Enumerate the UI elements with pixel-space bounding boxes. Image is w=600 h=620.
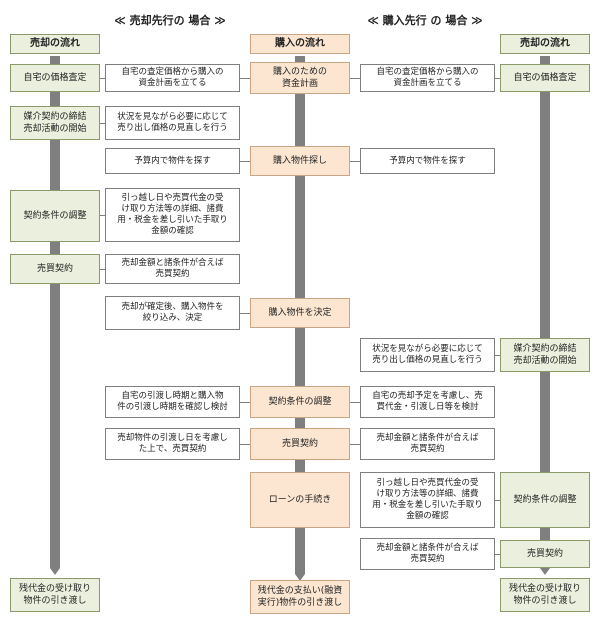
left-note-delivery-timing: 自宅の引渡し時期と購入物 件の引渡し時期を確認し検討 (105, 386, 240, 418)
connector (240, 313, 250, 314)
connector (495, 554, 500, 555)
connector (495, 500, 500, 501)
right-flow-arrowhead (540, 568, 550, 575)
left-delivery-step: 残代金の受け取り 物件の引き渡し (10, 578, 100, 612)
left-valuation-step: 自宅の価格査定 (10, 64, 100, 92)
sell-first-header: ≪ 売却先行の 場合 ≫ (114, 14, 226, 27)
center-contract-step: 売買契約 (250, 428, 350, 460)
center-funding-step: 購入のための 資金計画 (250, 62, 350, 94)
center-loan-step: ローンの手続き (250, 472, 350, 528)
right-note-sale-schedule: 自宅の売却予定を考慮し、売 買代金・引渡し日等を検討 (360, 386, 495, 418)
connector (100, 78, 105, 79)
left-note-price-review: 状況を見ながら必要に応じて 売り出し価格の見直しを行う (105, 106, 240, 140)
center-column-title: 購入の流れ (250, 34, 350, 54)
right-note-final-contract: 売却金額と諸条件が合えば 売買契約 (360, 538, 495, 570)
right-note-delivery-details: 引っ越し日や売買代金の受 け取り方法等の詳細、諸費 用・税金を差し引いた手取り … (360, 472, 495, 528)
connector (240, 78, 250, 79)
buy-first-header: ≪ 購入先行 の 場合 ≫ (367, 14, 483, 27)
connector (100, 269, 105, 270)
connector (495, 355, 500, 356)
right-column-title: 売却の流れ (500, 34, 590, 54)
right-note-contract-conditions: 売却金額と諸条件が合えば 売買契約 (360, 428, 495, 460)
left-note-funding-plan: 自宅の査定価格から購入の 資金計画を立てる (105, 64, 240, 92)
right-note-funding-plan: 自宅の査定価格から購入の 資金計画を立てる (360, 64, 495, 92)
left-flow-arrowhead (50, 568, 60, 575)
right-sale-contract-step: 売買契約 (500, 540, 590, 568)
right-note-price-review: 状況を見ながら必要に応じて 売り出し価格の見直しを行う (360, 338, 495, 372)
connector (350, 402, 360, 403)
left-note-delivery-details: 引っ越し日や売買代金の受 け取り方法等の詳細、諸費 用・税金を差し引いた手取り … (105, 188, 240, 242)
connector (240, 161, 250, 162)
right-valuation-step: 自宅の価格査定 (500, 64, 590, 92)
left-note-search-budget: 予算内で物件を探す (105, 148, 240, 174)
connector (240, 444, 250, 445)
connector (350, 444, 360, 445)
left-note-contract-conditions: 売却金額と諸条件が合えば 売買契約 (105, 254, 240, 284)
center-flow-arrowhead (295, 574, 305, 581)
center-decide-step: 購入物件を決定 (250, 298, 350, 328)
right-note-search-budget: 予算内で物件を探す (360, 148, 495, 174)
right-delivery-step: 残代金の受け取り 物件の引き渡し (500, 578, 590, 612)
connector (240, 402, 250, 403)
right-mediation-step: 媒介契約の締結 売却活動の開始 (500, 338, 590, 372)
left-note-delivery-date: 売却物件の引渡し日を考慮し た上で、売買契約 (105, 428, 240, 460)
center-payment-step: 残代金の支払い(融資 実行)物件の引き渡し (250, 580, 350, 614)
left-note-narrow-down: 売却が確定後、購入物件を 絞り込み、決定 (105, 296, 240, 330)
center-conditions-step: 契約条件の調整 (250, 386, 350, 418)
left-flow-bar (50, 56, 60, 568)
left-mediation-step: 媒介契約の締結 売却活動の開始 (10, 106, 100, 140)
center-search-step: 購入物件探し (250, 146, 350, 176)
right-flow-bar (540, 56, 550, 568)
connector (100, 123, 105, 124)
right-conditions-step: 契約条件の調整 (500, 472, 590, 528)
left-conditions-step: 契約条件の調整 (10, 190, 100, 242)
connector (100, 215, 105, 216)
left-column-title: 売却の流れ (10, 34, 100, 54)
connector (495, 78, 500, 79)
connector (350, 78, 360, 79)
connector (350, 161, 360, 162)
left-sale-contract-step: 売買契約 (10, 254, 100, 284)
